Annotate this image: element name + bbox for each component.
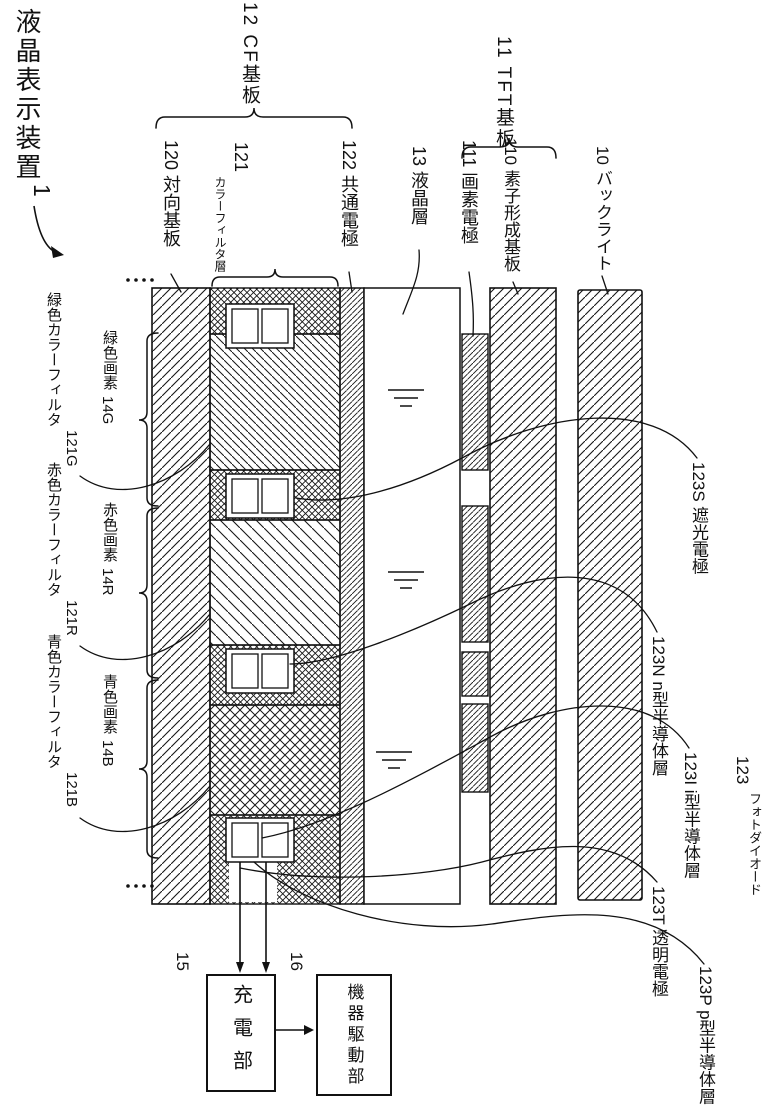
green-filter-block (209, 333, 341, 471)
red-pixel-brace (138, 507, 159, 679)
photodiode-group-name: フォトダイオード (747, 792, 762, 896)
red-filter-number: 121R (63, 600, 80, 636)
leader-common-electrode (348, 271, 353, 293)
color-filter-stack (209, 287, 341, 905)
leader-counter-substrate (170, 273, 182, 293)
color-filter-layer-brace (211, 268, 339, 287)
blue-filter-block (209, 704, 341, 816)
device-pointer-arrow (33, 205, 64, 258)
charger-number: 15 (173, 952, 192, 971)
green-pixel-label: 緑色画素 (101, 330, 118, 390)
cf-substrate-label: 12 CF基板 (239, 2, 260, 106)
leader-p-layer (253, 861, 705, 965)
leader-green-filter (79, 443, 211, 491)
red-filter-label: 赤色カラーフィルタ (45, 462, 62, 597)
red-pixel-number: 14R (99, 568, 116, 596)
green-filter-label: 緑色カラーフィルタ (45, 292, 62, 427)
green-pixel-number: 14G (99, 396, 116, 425)
common-electrode-band (339, 287, 365, 905)
shield-electrode-label: 123S 遮光電極 (689, 462, 708, 575)
blue-pixel-number: 14B (99, 740, 116, 767)
element-substrate-label: 110 素子形成基板 (501, 138, 520, 272)
n-layer-label: 123N n型半導体層 (649, 636, 668, 776)
red-pixel-label: 赤色画素 (101, 502, 118, 562)
leader-element-substrate (512, 281, 519, 295)
photodiode-unit (225, 817, 295, 863)
leader-liquid-crystal (402, 249, 420, 315)
driver-number: 16 (287, 952, 306, 971)
driver-box-label: 機器駆動部 (344, 982, 364, 1088)
charger-box: 充電部 (206, 974, 276, 1092)
photodiode-group-number: 123 (733, 756, 752, 785)
leader-red-filter (79, 613, 211, 661)
tft-substrate-brace (461, 137, 557, 159)
figure-number: 1 (29, 184, 55, 197)
photodiode-unit (225, 648, 295, 694)
red-filter-block (209, 519, 341, 646)
backlight-band (577, 289, 643, 901)
green-filter-number: 121G (63, 430, 80, 467)
continuation-dots (126, 278, 154, 888)
blue-filter-number: 121B (63, 772, 80, 808)
common-electrode-label: 122 共通電極 (339, 140, 359, 248)
leader-pixel-electrode (468, 271, 475, 337)
leader-blue-filter (79, 785, 211, 833)
liquid-crystal-label: 13 液晶層 (409, 146, 429, 226)
pixel-electrode-label: 111 画素電極 (459, 140, 479, 245)
i-layer-label: 123I i型半導体層 (681, 752, 700, 879)
figure-title: 液晶表示装置 (12, 8, 42, 182)
leader-i-layer (261, 705, 690, 839)
p-layer-label: 123P p型半導体層 (696, 966, 715, 1105)
charger-arrow-right (262, 862, 270, 973)
backlight-label: 10 バックライト (593, 146, 612, 272)
cf-substrate-brace (155, 107, 353, 129)
blue-pixel-brace (138, 679, 159, 859)
charger-arrow-left (236, 862, 244, 973)
leader-transparent-electrode (239, 845, 658, 883)
transparent-electrode-label: 123T 透明電極 (649, 886, 668, 998)
tft-substrate-label: 11 TFT基板 (493, 36, 514, 150)
blue-pixel-label: 青色画素 (101, 674, 118, 734)
green-pixel-brace (138, 332, 159, 507)
photodiode-unit (225, 303, 295, 349)
color-filter-number-label: 121 (231, 142, 251, 173)
counter-substrate-band (151, 287, 211, 905)
element-substrate-band (489, 287, 557, 905)
color-filter-name-label: カラーフィルタ層 (213, 176, 227, 272)
charger-box-label: 充電部 (229, 983, 252, 1083)
liquid-crystal-band (363, 287, 461, 905)
counter-substrate-label: 120 対向基板 (161, 140, 181, 248)
leader-backlight (601, 275, 609, 295)
photodiode-unit (225, 473, 295, 519)
wiring-channel (229, 858, 277, 902)
charger-to-driver-arrow (276, 1025, 314, 1035)
blue-filter-label: 青色カラーフィルタ (45, 634, 62, 769)
pixel-electrode-blocks (461, 333, 489, 793)
leader-shield-electrode (295, 417, 698, 501)
leader-n-layer (289, 576, 658, 665)
driver-box: 機器駆動部 (316, 974, 392, 1096)
liquid-symbol (376, 389, 424, 769)
